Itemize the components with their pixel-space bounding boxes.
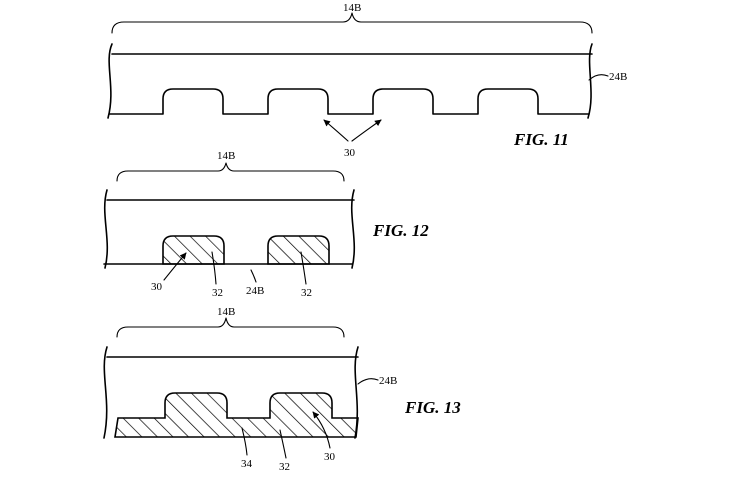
fig12-fill-a-label: 32 <box>212 287 223 299</box>
fig11-right-break <box>587 43 593 119</box>
fig11-layer-leader <box>588 74 609 81</box>
fig13-base-label: 34 <box>241 458 253 470</box>
fig11-recess-label: 30 <box>344 147 356 159</box>
fig12-recess-arrow <box>163 252 187 281</box>
fig12-recess-label: 30 <box>151 281 163 293</box>
fig13-recess-label: 30 <box>324 451 336 463</box>
fig12-fill-b-label: 32 <box>301 287 312 299</box>
fig-11: 14B 24B 30 FIG. 11 <box>107 2 627 159</box>
fig12-fill-block-left <box>162 235 225 265</box>
fig11-brace <box>111 12 593 34</box>
fig13-recess-arrow <box>312 411 331 449</box>
fig11-grooved-surface <box>109 88 590 115</box>
fig13-base-leader <box>241 427 248 456</box>
fig13-fill-leader <box>279 429 287 459</box>
fig12-right-break <box>350 189 356 269</box>
fig13-base-layer <box>114 392 359 438</box>
fig-12: 14B 30 32 24B 32 FIG. 12 <box>103 150 429 299</box>
fig11-title: FIG. 11 <box>513 130 569 149</box>
fig12-title: FIG. 12 <box>372 221 429 240</box>
fig13-brace <box>116 317 345 338</box>
fig13-layer-label: 24B <box>379 375 397 387</box>
fig12-fill-a-leader <box>211 251 217 285</box>
fig11-layer-label: 24B <box>609 71 627 83</box>
fig-13: 14B 24B 34 32 30 FIG. 13 <box>103 306 461 473</box>
fig12-layer-leader <box>250 269 257 283</box>
fig11-brace-label: 14B <box>343 2 361 14</box>
fig12-fill-block-right <box>267 235 330 265</box>
fig11-left-break <box>107 43 113 119</box>
fig12-fill-b-leader <box>300 251 307 285</box>
fig12-brace <box>116 162 345 182</box>
fig13-title: FIG. 13 <box>404 398 461 417</box>
fig12-layer-label: 24B <box>246 285 264 297</box>
fig12-brace-label: 14B <box>217 150 235 162</box>
fig11-recess-arrow-right <box>351 119 382 142</box>
fig12-left-break <box>103 189 109 269</box>
fig13-fill-label: 32 <box>279 461 290 473</box>
fig11-recess-arrow-left <box>323 119 349 142</box>
fig13-layer-leader <box>357 378 379 385</box>
fig13-left-break <box>103 346 108 439</box>
fig13-brace-label: 14B <box>217 306 235 318</box>
